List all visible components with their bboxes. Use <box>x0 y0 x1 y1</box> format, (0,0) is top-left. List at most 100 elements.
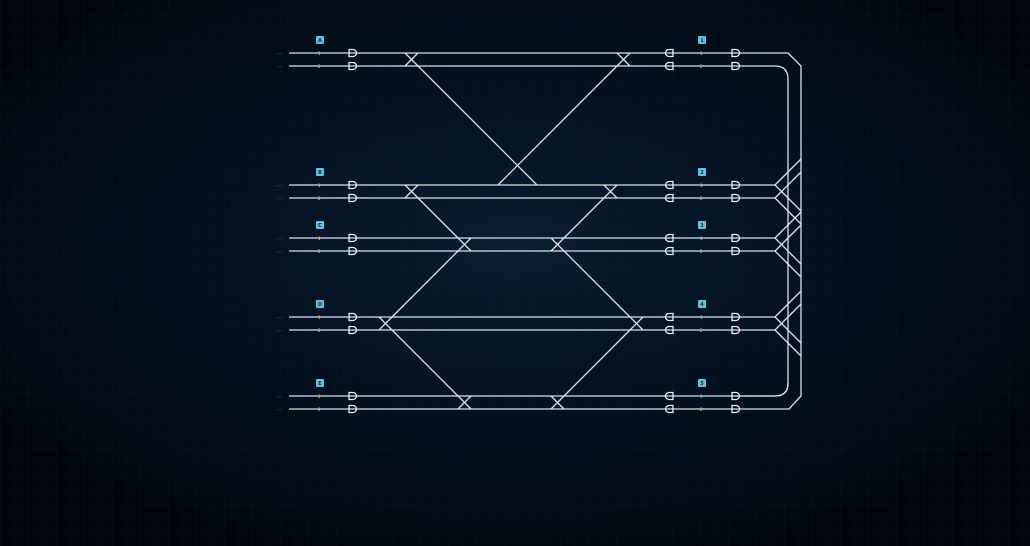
signal-icon[interactable] <box>664 233 674 243</box>
group-badge[interactable] <box>698 221 706 229</box>
group-badge[interactable] <box>698 168 706 176</box>
signal-icon[interactable] <box>664 312 674 322</box>
signal-icon[interactable] <box>664 246 674 256</box>
track-tick: ◦◦◦ <box>276 328 283 333</box>
group-badge-label: 2 <box>700 170 704 176</box>
signal-icon[interactable] <box>731 233 741 243</box>
track-label: 1 <box>700 394 703 399</box>
crossover[interactable] <box>629 316 644 331</box>
track-label: 1 <box>700 236 703 241</box>
diagonal-d-e[interactable] <box>563 329 631 397</box>
group-badge-label: B <box>318 170 322 176</box>
right-group-4: 4 1 2 <box>698 300 706 333</box>
track-tick: ◦◦◦ <box>276 236 283 241</box>
group-badge-label: E <box>318 381 322 387</box>
loop-connector[interactable] <box>774 158 802 225</box>
crossovers <box>378 52 644 410</box>
group-badge[interactable] <box>698 379 706 387</box>
left-group-c: C ◦◦◦ 1 ◦◦◦ 2 <box>276 221 324 254</box>
signal-icon[interactable] <box>348 391 358 401</box>
diagonal-c-d[interactable] <box>563 250 631 318</box>
crossover[interactable] <box>550 395 565 410</box>
left-group-b: B ◦◦◦ 1 ◦◦◦ 2 <box>276 168 324 201</box>
group-badge-label: D <box>318 302 322 308</box>
line-a2[interactable] <box>289 65 789 397</box>
signal-icon[interactable] <box>731 193 741 203</box>
group-badge-label: A <box>318 38 322 44</box>
track-tick: ◦◦◦ <box>276 407 283 412</box>
signal-icon[interactable] <box>731 391 741 401</box>
track-label: 2 <box>318 64 321 69</box>
group-badge[interactable] <box>316 168 324 176</box>
signal-icon[interactable] <box>348 180 358 190</box>
signal-icon[interactable] <box>731 180 741 190</box>
group-badge-label: 5 <box>700 381 704 387</box>
signal-icon[interactable] <box>731 404 741 414</box>
group-badge[interactable] <box>316 379 324 387</box>
track-label: 1 <box>318 51 321 56</box>
crossover[interactable] <box>616 52 631 67</box>
track-tick: ◦◦◦ <box>276 51 283 56</box>
loop-end[interactable] <box>735 382 789 397</box>
group-badge[interactable] <box>316 221 324 229</box>
group-badge[interactable] <box>698 36 706 44</box>
track-tick: ◦◦◦ <box>276 394 283 399</box>
signal-icon[interactable] <box>731 325 741 335</box>
signal-icon[interactable] <box>731 61 741 71</box>
signal-icon[interactable] <box>348 404 358 414</box>
signal-icon[interactable] <box>348 246 358 256</box>
crossover[interactable] <box>404 52 419 67</box>
signal-icon[interactable] <box>664 404 674 414</box>
diagonal-c-d[interactable] <box>391 250 459 318</box>
signal-icon[interactable] <box>664 48 674 58</box>
line-a1[interactable] <box>289 52 802 410</box>
signal-icon[interactable] <box>664 325 674 335</box>
right-group-3: 3 1 2 <box>698 221 706 254</box>
track-label: 2 <box>700 196 703 201</box>
track-label: 2 <box>318 407 321 412</box>
signal-icon[interactable] <box>664 61 674 71</box>
right-loop-connections <box>735 158 802 397</box>
group-badge-label: 4 <box>700 302 704 308</box>
group-badge-label: 3 <box>700 223 704 229</box>
signal-icon[interactable] <box>731 48 741 58</box>
diagonal-b-c[interactable] <box>417 197 459 239</box>
diagonal-a-b[interactable] <box>417 65 538 186</box>
crossover[interactable] <box>378 316 393 331</box>
diagonal-b-c[interactable] <box>563 197 605 239</box>
signal-icon[interactable] <box>348 312 358 322</box>
group-badge[interactable] <box>316 300 324 308</box>
crossover[interactable] <box>550 237 565 252</box>
crossover[interactable] <box>404 184 419 199</box>
track-tick: ◦◦◦ <box>276 64 283 69</box>
signal-icon[interactable] <box>348 325 358 335</box>
signals <box>348 48 741 414</box>
signal-icon[interactable] <box>348 193 358 203</box>
signal-icon[interactable] <box>348 48 358 58</box>
track-label: 1 <box>318 394 321 399</box>
crossover[interactable] <box>457 395 472 410</box>
signal-icon[interactable] <box>731 246 741 256</box>
track-label: 1 <box>700 183 703 188</box>
diagonal-a-b[interactable] <box>497 65 618 186</box>
track-label: 1 <box>700 51 703 56</box>
track-label: 1 <box>318 183 321 188</box>
crossover[interactable] <box>457 237 472 252</box>
right-group-2: 2 1 2 <box>698 168 706 201</box>
signal-icon[interactable] <box>664 180 674 190</box>
signal-icon[interactable] <box>348 61 358 71</box>
crossover[interactable] <box>603 184 618 199</box>
diagonal-d-e[interactable] <box>391 329 459 397</box>
loop-connector[interactable] <box>774 290 802 357</box>
group-badge[interactable] <box>698 300 706 308</box>
signal-icon[interactable] <box>664 391 674 401</box>
track-tick: ◦◦◦ <box>276 249 283 254</box>
signal-icon[interactable] <box>664 193 674 203</box>
signal-icon[interactable] <box>348 233 358 243</box>
group-badge[interactable] <box>316 36 324 44</box>
loop-connector[interactable] <box>774 211 802 278</box>
left-group-a: A ◦◦◦ 1 ◦◦◦ 2 <box>276 36 324 69</box>
signal-icon[interactable] <box>731 312 741 322</box>
